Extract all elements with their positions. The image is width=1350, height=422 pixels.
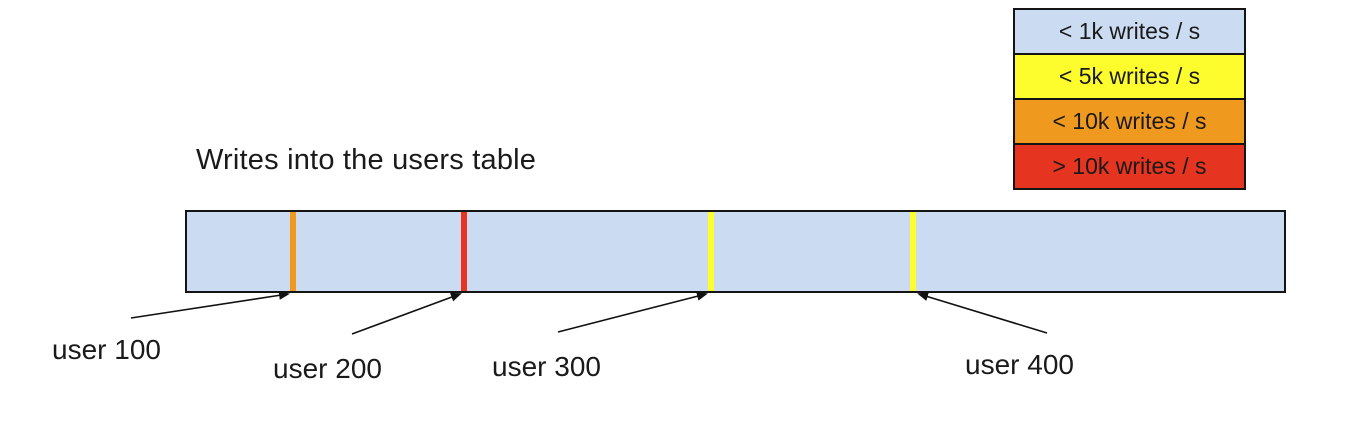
hot-spot-user-200 [461,212,467,291]
legend-item-label: < 5k writes / s [1058,63,1201,89]
label-user-300: user 300 [492,351,601,382]
legend-item-2: < 10k writes / s [1013,98,1246,145]
legend-item-0: < 1k writes / s [1013,8,1246,55]
legend-item-3: > 10k writes / s [1013,143,1246,190]
diagram-title: Writes into the users table [196,144,537,176]
arrow-user-200 [351,292,462,335]
legend-item-label: < 10k writes / s [1052,108,1207,134]
users-table-bar [185,210,1286,293]
label-user-100: user 100 [52,334,161,365]
legend-item-label: < 1k writes / s [1058,18,1201,44]
arrow-user-400 [917,292,1048,334]
label-user-400: user 400 [965,349,1074,380]
hot-spot-user-400 [910,212,916,291]
legend-item-label: > 10k writes / s [1052,153,1207,179]
arrow-user-300 [557,291,708,333]
arrow-user-100 [130,290,290,319]
write-rate-legend: < 1k writes / s < 5k writes / s < 10k writ… [1013,8,1246,190]
hot-spot-user-100 [290,212,296,291]
hot-spot-user-300 [708,212,714,291]
legend-item-1: < 5k writes / s [1013,53,1246,100]
label-user-200: user 200 [273,353,382,384]
